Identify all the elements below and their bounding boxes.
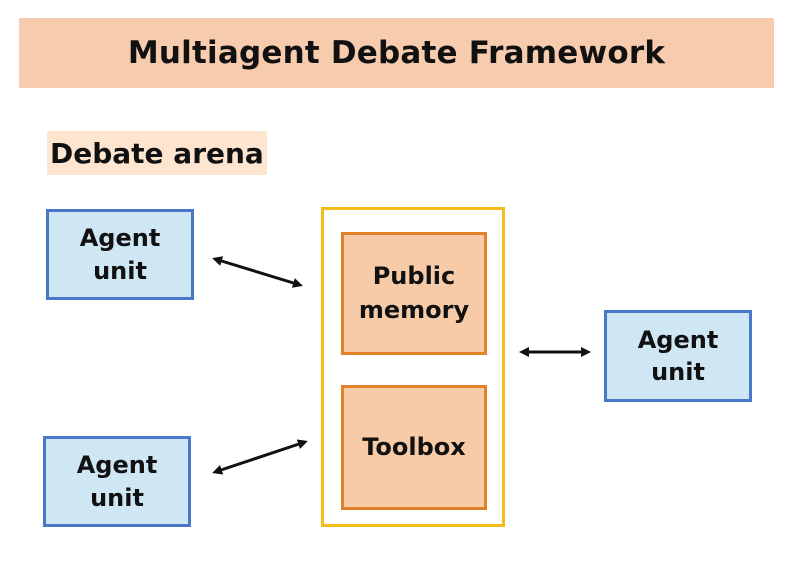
agent-unit-bottom-left: Agent unit [43,436,191,527]
arrow-agent2-arena [212,439,308,475]
agent-unit-right: Agent unit [604,310,752,402]
agent-unit-top-left: Agent unit [46,209,194,300]
toolbox-box: Toolbox [341,385,487,510]
title-banner: Multiagent Debate Framework [19,18,774,88]
debate-arena-label: Debate arena [47,131,267,175]
public-memory-box: Public memory [341,232,487,355]
arrow-agent1-arena [212,256,303,288]
diagram-title: Multiagent Debate Framework [127,35,666,71]
